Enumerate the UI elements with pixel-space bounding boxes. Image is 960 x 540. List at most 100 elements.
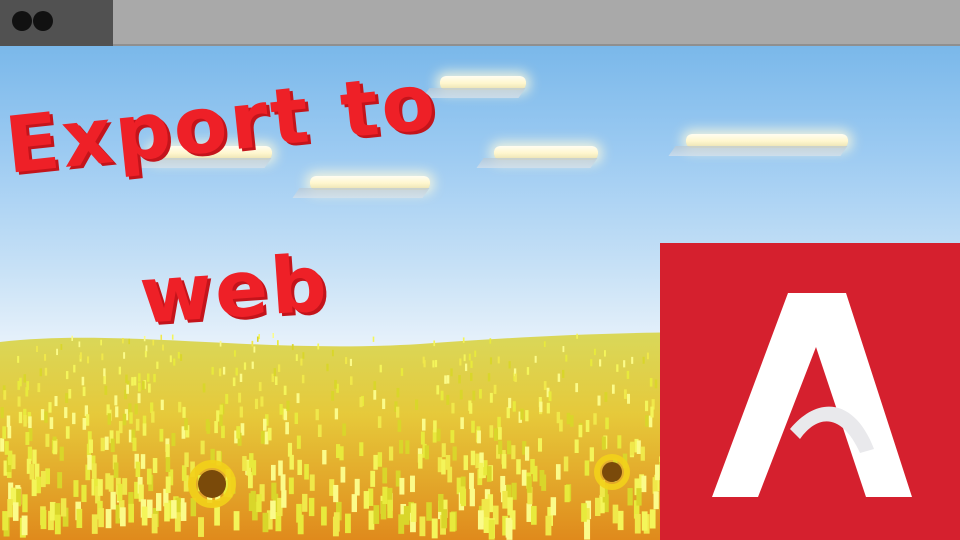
sunflower-stalk [368,488,374,506]
sunflower-stalk [449,512,456,532]
sunflower-stalk [474,350,477,357]
sunflower-stalk [283,409,288,421]
sunflower-stalk [82,417,87,430]
sunflower-stalk [460,417,464,430]
sunflower-stalk [456,477,462,495]
floating-platform [150,146,272,160]
sunflower-stalk [159,428,164,442]
sunflower-stalk [142,423,147,436]
sunflower-stalk [134,453,139,469]
sunflower-stalk [182,406,186,418]
sunflower-stalk [146,373,150,382]
sunflower-stalk [28,428,33,442]
sunflower-stalk [501,453,507,469]
sunflower-stalk [382,486,388,505]
sunflower-stalk [132,437,137,452]
sunflower-stalk [506,484,512,502]
sunflower-stalk [29,464,35,480]
sunflower-stalk [559,419,563,432]
headline-line-2: web [136,238,333,342]
sunflower-stalk [145,345,148,352]
sunflower-stalk [174,512,181,532]
sunflower-stalk [100,437,105,452]
sunflower-stalk [652,477,658,494]
sunflower-stalk [152,339,155,346]
sunflower-stalk [309,474,315,491]
sunflower-stalk [335,444,341,458]
sunflower-stalk [359,397,363,408]
sunflower-stalk [104,385,108,395]
sunflower-stalk [233,350,236,357]
sunflower-stalk [446,394,450,405]
sunflower-stalk [488,519,495,540]
sunflower-stalk [117,483,123,501]
sunflower-stalk [506,407,510,419]
sunflower-stalk [442,499,448,518]
sunflower-stalk [267,427,272,441]
sunflower-stalk [627,488,633,506]
sunflower-stalk [25,432,30,445]
sunflower-stalk [511,445,516,460]
sunflower-stalk [68,389,72,399]
sunflower-stalk [478,462,484,479]
sunflower-stalk [184,452,189,468]
sunflower-stalk [44,411,48,423]
sunflower-stalk [584,519,591,540]
sunflower-stalk [214,421,218,434]
sunflower-stalk [603,350,606,357]
sunflower-stalk [177,351,180,359]
sunflower-stalk [260,396,264,407]
sunflower-stalk [550,497,557,516]
sunflower-stalk [420,431,425,445]
sunflower-stalk [502,515,509,536]
sunflower-stalk [169,355,172,363]
window-controls [0,0,113,46]
sunflower-stalk [506,519,513,540]
sunflower-stalk [100,339,102,346]
sunflower-stalk [464,363,468,372]
sunflower-stalk [85,464,91,481]
sunflower-stalk [518,411,522,423]
sunflower-stalk [317,424,322,437]
sunflower-stalk [459,486,466,504]
sunflower-stalk [152,458,158,474]
window-dot-icon[interactable] [33,11,53,31]
sunflower-stalk [202,383,206,393]
sunflower-stalk [270,500,276,520]
sunflower-stalk [511,482,517,500]
sunflower-stalk [526,476,532,493]
sunflower-stalk [650,406,654,418]
sunflower-stalk [634,438,639,453]
sunflower-stalk [101,353,104,361]
sunflower-stalk [153,373,156,383]
sunflower-stalk [479,452,484,468]
sunflower-stalk [543,341,546,347]
sunflower-stalk [53,440,58,455]
sunflower-stalk [281,490,287,508]
floating-platform [686,134,848,148]
sunflower-stalk [472,390,476,401]
sunflower-stalk [128,403,132,415]
sunflower-stalk [432,360,435,368]
window-dot-icon[interactable] [12,11,32,31]
sunflower-stalk [524,446,530,461]
sunflower-stalk [3,460,9,476]
sunflower-stalk [617,435,622,449]
sunflower-stalk [426,502,432,521]
sunflower-stalk [300,358,303,366]
sunflower-stalk [333,484,339,503]
sunflower-stalk [286,400,290,412]
sunflower-stalk [368,510,375,530]
sunflower-stalk [502,490,508,509]
sunflower-stalk [450,430,455,443]
sunflower-stalk [534,355,537,363]
sunflower-stalk [397,419,402,432]
sunflower-stalk [76,508,83,528]
sunflower-stalk [387,487,393,506]
sunflower-stalk [484,498,490,518]
sunflower-stalk [317,343,320,350]
sunflower-stalk [377,452,383,467]
sunflower-stalk [304,464,309,480]
sunflower-stalk [603,494,609,513]
sunflower-stalk [146,468,152,485]
